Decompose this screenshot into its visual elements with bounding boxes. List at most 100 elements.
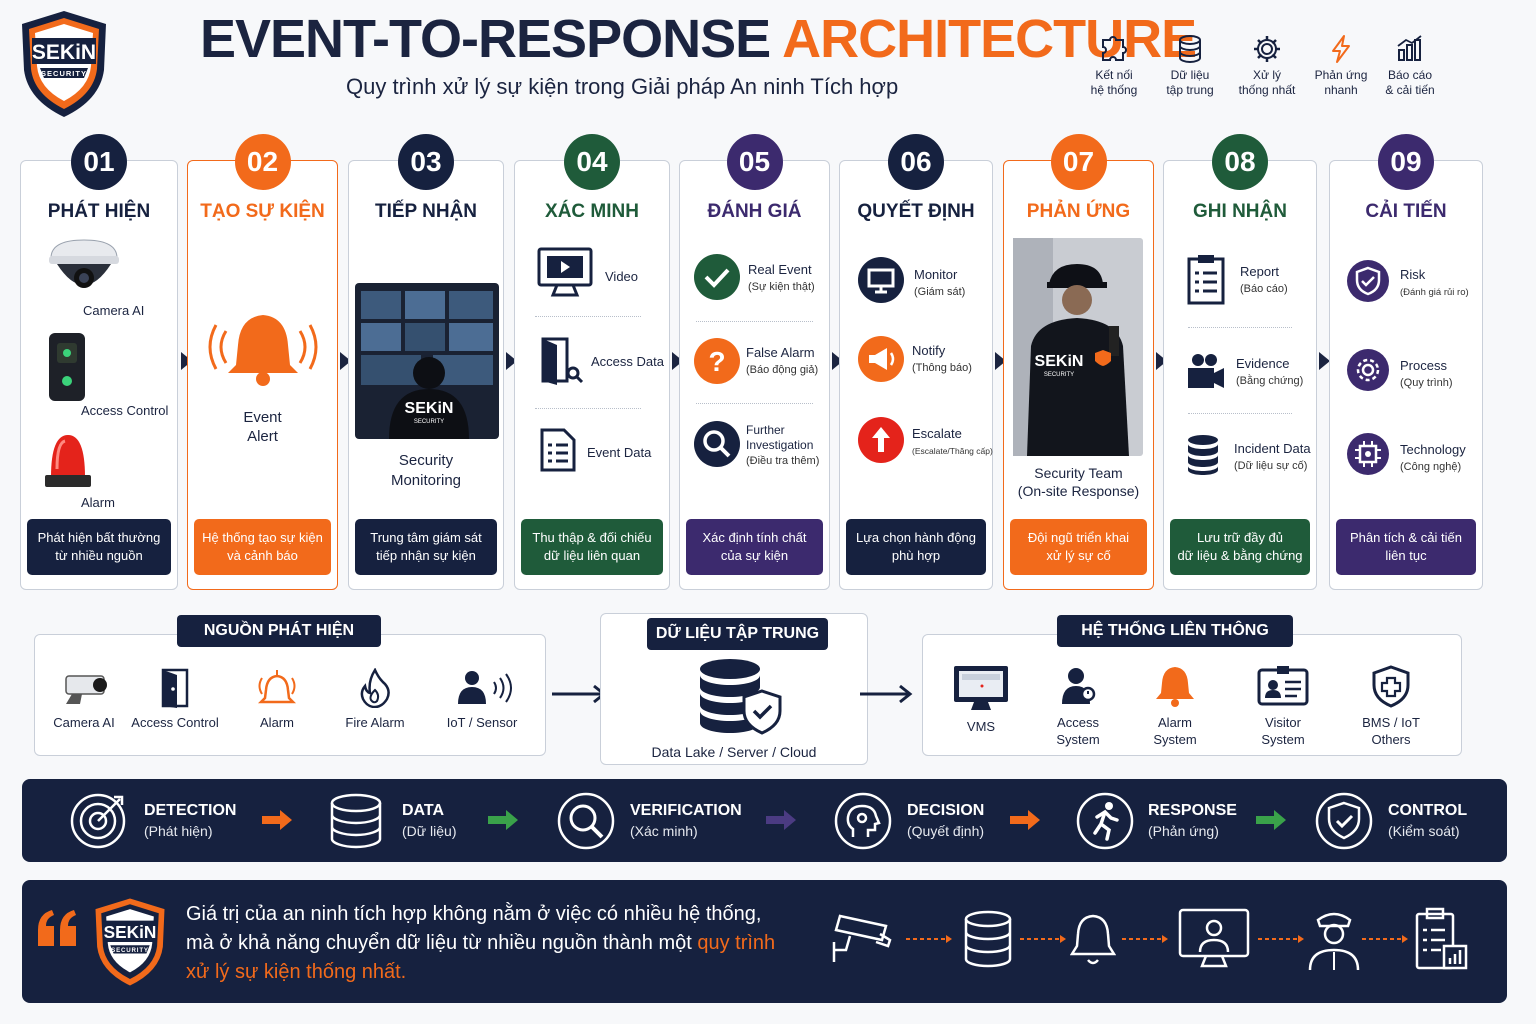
- feature-label: thống nhất: [1238, 83, 1296, 97]
- item-label: Security: [398, 452, 454, 469]
- document-icon: [540, 428, 576, 472]
- item-risk: Risk(Đánh giá rủi ro): [1400, 267, 1469, 301]
- flow-response: RESPONSE(Phản ứng): [1148, 800, 1237, 842]
- iot-sensor-icon: [458, 671, 512, 704]
- flow-arrow: [506, 352, 517, 370]
- item-label: Process: [1400, 358, 1447, 373]
- svg-text:SEKiN: SEKiN: [1035, 353, 1084, 370]
- shield-check-icon: [1315, 792, 1373, 850]
- system-label: Others: [1371, 732, 1411, 747]
- flow-decision: DECISION(Quyết định): [907, 800, 984, 842]
- system-label: System: [1261, 732, 1305, 747]
- feature-label: & cải tiến: [1385, 83, 1435, 97]
- item-label: Notify: [912, 343, 946, 358]
- divider: [535, 408, 641, 409]
- item-label: Further: [746, 423, 785, 437]
- feature-label: Kết nối: [1095, 68, 1133, 82]
- flow-arrow: [832, 352, 843, 370]
- step-title: GHI NHẬN: [1193, 201, 1287, 222]
- item-label: Technology: [1400, 442, 1466, 457]
- database-icon: [1179, 35, 1201, 64]
- step-title: ĐÁNH GIÁ: [707, 201, 802, 222]
- item-real-event: Real Event(Sự kiện thật): [748, 262, 815, 295]
- source-label: Access Control: [131, 715, 219, 730]
- monitor-circle-icon: [858, 257, 904, 303]
- source-alarm: Alarm: [229, 668, 325, 731]
- item-sublabel: (Điều tra thêm): [746, 455, 820, 467]
- item-sublabel: (Bằng chứng): [1236, 375, 1304, 387]
- visitor-id-card-icon: [1257, 666, 1309, 706]
- svg-text:SECURITY: SECURITY: [1044, 372, 1074, 378]
- item-sublabel: (Escalate/Thăng cấp): [912, 446, 993, 456]
- page-subtitle: Quy trình xử lý sự kiện trong Giải pháp …: [346, 74, 899, 99]
- item-label: Monitoring: [390, 472, 462, 489]
- security-guard-image: SEKiN SECURITY: [1013, 238, 1143, 456]
- vms-monitor-icon: [954, 666, 1008, 710]
- cctv-camera-icon: [832, 914, 892, 962]
- source-iot: IoT / Sensor: [434, 668, 530, 731]
- source-camera: Camera AI: [36, 668, 132, 731]
- divider: [535, 316, 641, 317]
- svg-text:SEKiN: SEKiN: [32, 41, 96, 64]
- video-camera-icon: [1188, 354, 1224, 388]
- flow-sublabel: (Kiểm soát): [1388, 823, 1460, 839]
- step-number: 03: [398, 134, 454, 190]
- sekin-logo-small: SEKiN SECURITY: [95, 898, 165, 986]
- svg-text:SECURITY: SECURITY: [414, 419, 444, 425]
- runner-icon: [1076, 792, 1134, 850]
- monitoring-label: Security Monitoring: [349, 451, 503, 491]
- item-label: Video: [605, 269, 639, 284]
- step-number: 04: [564, 134, 620, 190]
- central-data-title: DỮ LIỆU TẬP TRUNG: [647, 618, 828, 650]
- step-number: 07: [1050, 134, 1107, 190]
- item-sublabel: (Báo cáo): [1240, 283, 1288, 295]
- process-gear-icon: [1347, 349, 1389, 391]
- item-technology: Technology(Công nghệ): [1400, 442, 1466, 475]
- step-card-09: 09 CẢI TIẾN Risk(Đánh giá rủi ro) Proces…: [1329, 134, 1483, 590]
- feature-label: hệ thống: [1090, 83, 1138, 97]
- source-label: IoT / Sensor: [446, 715, 518, 730]
- question-circle-icon: ?: [694, 338, 740, 384]
- database-shield-icon: [700, 659, 782, 735]
- page-title: EVENT-TO-RESPONSE ARCHITECTURE: [200, 8, 1197, 70]
- dome-camera-icon: [49, 239, 119, 288]
- flow-label: CONTROL: [1388, 802, 1468, 819]
- svg-text:SEKiN: SEKiN: [104, 922, 157, 942]
- item-label: Investigation: [746, 438, 814, 452]
- video-monitor-icon: [537, 247, 593, 297]
- search-icon: [557, 792, 615, 850]
- flow-arrow: [995, 352, 1006, 370]
- system-label: BMS / IoT: [1362, 715, 1420, 730]
- decision-head-icon: [834, 792, 892, 850]
- door-icon: [161, 668, 189, 708]
- bullet-camera-icon: [65, 675, 107, 704]
- step-card-06: 06 QUYẾT ĐỊNH Monitor(Giám sát) Notify(T…: [839, 134, 993, 590]
- alarm-bell-icon: [1156, 667, 1194, 707]
- feature-data: Dữ liệu tập trung: [1150, 34, 1230, 98]
- step-title: PHẢN ỨNG: [1026, 201, 1131, 222]
- step-number: 05: [726, 134, 783, 190]
- feature-response: Phản ứng nhanh: [1301, 34, 1381, 98]
- item-label: Escalate: [912, 426, 962, 441]
- item-incident-data: Incident Data(Dữ liệu sự cố): [1234, 441, 1311, 474]
- step-number: 08: [1212, 134, 1268, 190]
- footer-line: từ nhiều nguồn: [55, 548, 143, 563]
- bell-alert-icon: [208, 315, 318, 386]
- flow-sublabel: (Xác minh): [630, 823, 698, 839]
- gear-icon: [1254, 36, 1280, 62]
- database-icon: [330, 793, 382, 849]
- feature-label: Phản ứng: [1314, 68, 1368, 82]
- bell-icon: [1070, 914, 1116, 965]
- integrated-systems-title: HỆ THỐNG LIÊN THÔNG: [1057, 615, 1293, 647]
- operator-monitor-icon: [1178, 908, 1250, 968]
- green-arrow-icon: [488, 810, 518, 830]
- sources-title: NGUỒN PHÁT HIỆN: [177, 615, 381, 647]
- system-label: Alarm: [1158, 715, 1192, 730]
- flow-label: DATA: [402, 802, 445, 819]
- step-title: CẢI TIẾN: [1365, 201, 1447, 222]
- system-bms-iot: BMS / IoT Others: [1343, 664, 1439, 748]
- svg-text:SECURITY: SECURITY: [41, 69, 87, 78]
